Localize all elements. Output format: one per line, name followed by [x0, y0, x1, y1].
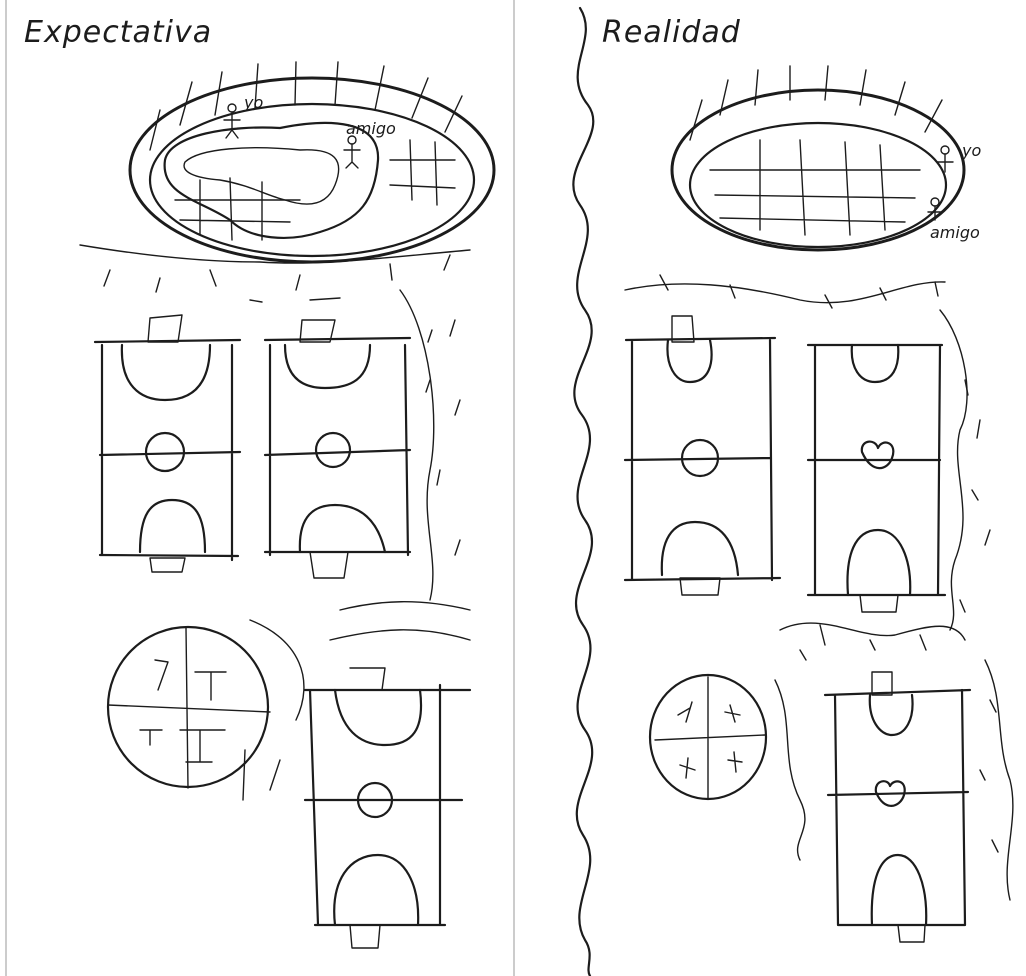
round-table-expectativa — [108, 627, 270, 788]
yo-label-expectativa: yo — [243, 93, 263, 112]
round-table-realidad — [650, 675, 766, 799]
amigo-figure-icon — [344, 136, 360, 168]
grass-line-top-realidad — [625, 282, 945, 303]
yo-label-realidad: yo — [961, 141, 981, 160]
court-realidad-3 — [825, 672, 970, 942]
amigo-label-realidad: amigo — [930, 223, 980, 242]
court-expectativa-1 — [95, 315, 240, 572]
wavy-divider — [573, 8, 593, 976]
court-realidad-2 — [808, 345, 945, 612]
stadium-realidad: yo amigo — [672, 66, 981, 250]
court-realidad-1 — [625, 316, 780, 595]
court-expectativa-2 — [265, 320, 410, 578]
realidad-panel: Realidad yo amigo — [602, 15, 1013, 942]
court-expectativa-3 — [305, 668, 470, 948]
realidad-title: Realidad — [602, 15, 741, 50]
yo-figure-icon — [224, 104, 240, 138]
amigo-label-expectativa: amigo — [346, 119, 396, 138]
yo-figure-icon-realidad — [937, 146, 953, 172]
stadium-expectativa: yo amigo — [130, 62, 494, 262]
expectativa-title: Expectativa — [24, 15, 212, 50]
amigo-figure-icon-realidad — [928, 198, 942, 220]
expectativa-panel: Expectativa yo amigo — [24, 15, 494, 948]
